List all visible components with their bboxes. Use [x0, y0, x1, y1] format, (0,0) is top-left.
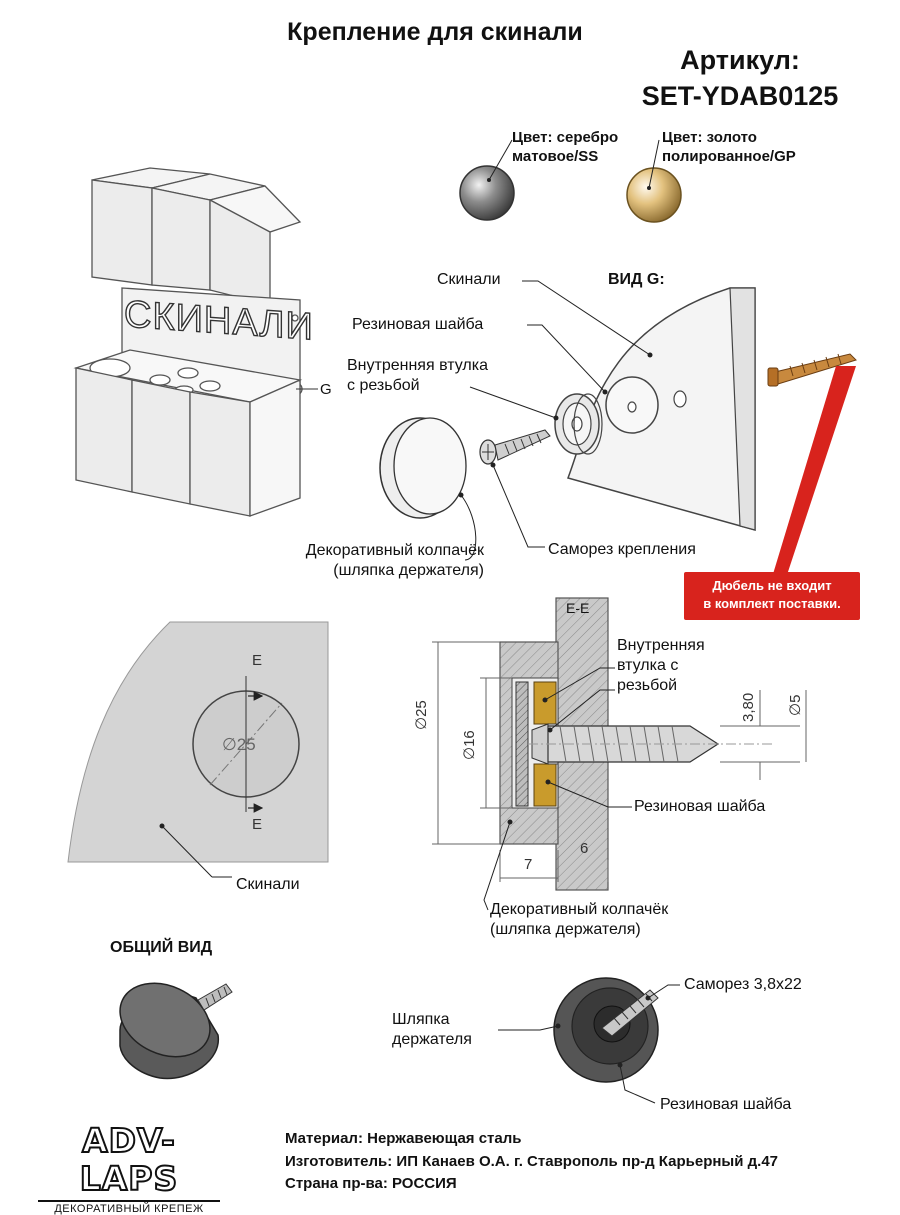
section-drawing: [499, 597, 772, 891]
general-view-cap-left: [119, 982, 233, 1080]
dim-6: 6: [580, 840, 589, 857]
general-view-heading: ОБЩИЙ ВИД: [110, 939, 213, 956]
general-cap-line2: держателя: [392, 1031, 472, 1048]
silver-swatch: [459, 165, 515, 221]
general-view-washer: Резиновая шайба: [660, 1096, 792, 1113]
label-inner-bushing-line1: Внутренняя втулка: [347, 357, 488, 374]
dowel-notice: Дюбель не входит в комплект поставки.: [684, 572, 860, 620]
section-label-washer: Резиновая шайба: [634, 798, 766, 815]
general-cap-line1: Шляпка: [392, 1011, 450, 1028]
dim-d5: ∅5: [787, 694, 804, 716]
section-mark-bottom: E: [252, 816, 263, 833]
brand-logo: ADV-LAPS ДЕКОРАТИВНЫЙ КРЕПЕЖ: [38, 1121, 220, 1215]
color-gold-label: Цвет: золото полированное/GP: [662, 128, 796, 166]
dim-d25: ∅25: [413, 700, 430, 730]
section-cap-line1: Декоративный колпачёк: [490, 901, 669, 918]
label-cap-line1: Декоративный колпачёк: [305, 542, 484, 559]
dim-380: 3,80: [740, 692, 757, 722]
front-view-label-skinali: Скинали: [236, 876, 300, 893]
label-inner-bushing-line2: с резьбой: [347, 377, 420, 394]
dowel-icon: [767, 353, 857, 387]
label-screw: Саморез крепления: [548, 541, 696, 558]
section-bushing-line2: втулка с: [617, 657, 679, 674]
section-bushing-line1: Внутренняя: [617, 637, 705, 654]
exploded-view: [379, 287, 857, 590]
section-mark-top: E: [252, 652, 263, 669]
section-name: E-E: [566, 600, 590, 616]
label-cap-line2: (шляпка держателя): [333, 562, 484, 579]
section-bushing-line3: резьбой: [617, 677, 678, 694]
article-label: Артикул:: [680, 45, 800, 75]
footer-country: Страна пр-ва: РОССИЯ: [285, 1175, 457, 1192]
label-rubber-washer: Резиновая шайба: [352, 316, 484, 333]
label-decorative-cap: Декоративный колпачёк (шляпка держателя): [254, 541, 484, 581]
logo-name: ADV-LAPS: [79, 1121, 179, 1199]
front-view-diameter: ∅25: [222, 735, 256, 754]
front-view-drawing: [67, 621, 329, 878]
dim-d16: ∅16: [461, 730, 478, 760]
gold-swatch: [626, 167, 682, 223]
kitchen-marker-g: G: [320, 381, 332, 398]
general-view-cap-right: [553, 977, 659, 1083]
dim-7: 7: [524, 856, 533, 873]
color-gold-line2: полированное/GP: [662, 148, 796, 165]
color-gold-line1: Цвет: золото: [662, 129, 757, 146]
color-silver-line2: матовое/SS: [512, 148, 599, 165]
article-code: SET-YDAB0125: [641, 81, 839, 111]
section-cap-line2: (шляпка держателя): [490, 921, 641, 938]
label-inner-bushing: Внутренняя втулка с резьбой: [347, 356, 488, 396]
logo-tagline: ДЕКОРАТИВНЫЙ КРЕПЕЖ: [38, 1200, 220, 1215]
view-g-heading: ВИД G:: [608, 271, 665, 288]
section-label-bushing: Внутренняя втулка с резьбой: [617, 636, 705, 696]
section-label-cap: Декоративный колпачёк (шляпка держателя): [490, 900, 668, 940]
label-skinali: Скинали: [437, 271, 501, 288]
article-block: Артикул: SET-YDAB0125: [620, 42, 860, 114]
page-title: Крепление для скинали: [287, 18, 583, 46]
color-silver-line1: Цвет: серебро: [512, 129, 619, 146]
notice-line2: в комплект поставки.: [703, 596, 841, 611]
footer-maker: Изготовитель: ИП Канаев О.А. г. Ставропо…: [285, 1153, 779, 1170]
general-view-screw: Саморез 3,8х22: [684, 976, 802, 993]
kitchen-illustration: [73, 167, 303, 517]
color-silver-label: Цвет: серебро матовое/SS: [512, 128, 618, 166]
general-view-cap: Шляпка держателя: [392, 1010, 472, 1050]
notice-line1: Дюбель не входит: [712, 578, 832, 593]
footer-material: Материал: Нержавеющая сталь: [285, 1130, 522, 1147]
